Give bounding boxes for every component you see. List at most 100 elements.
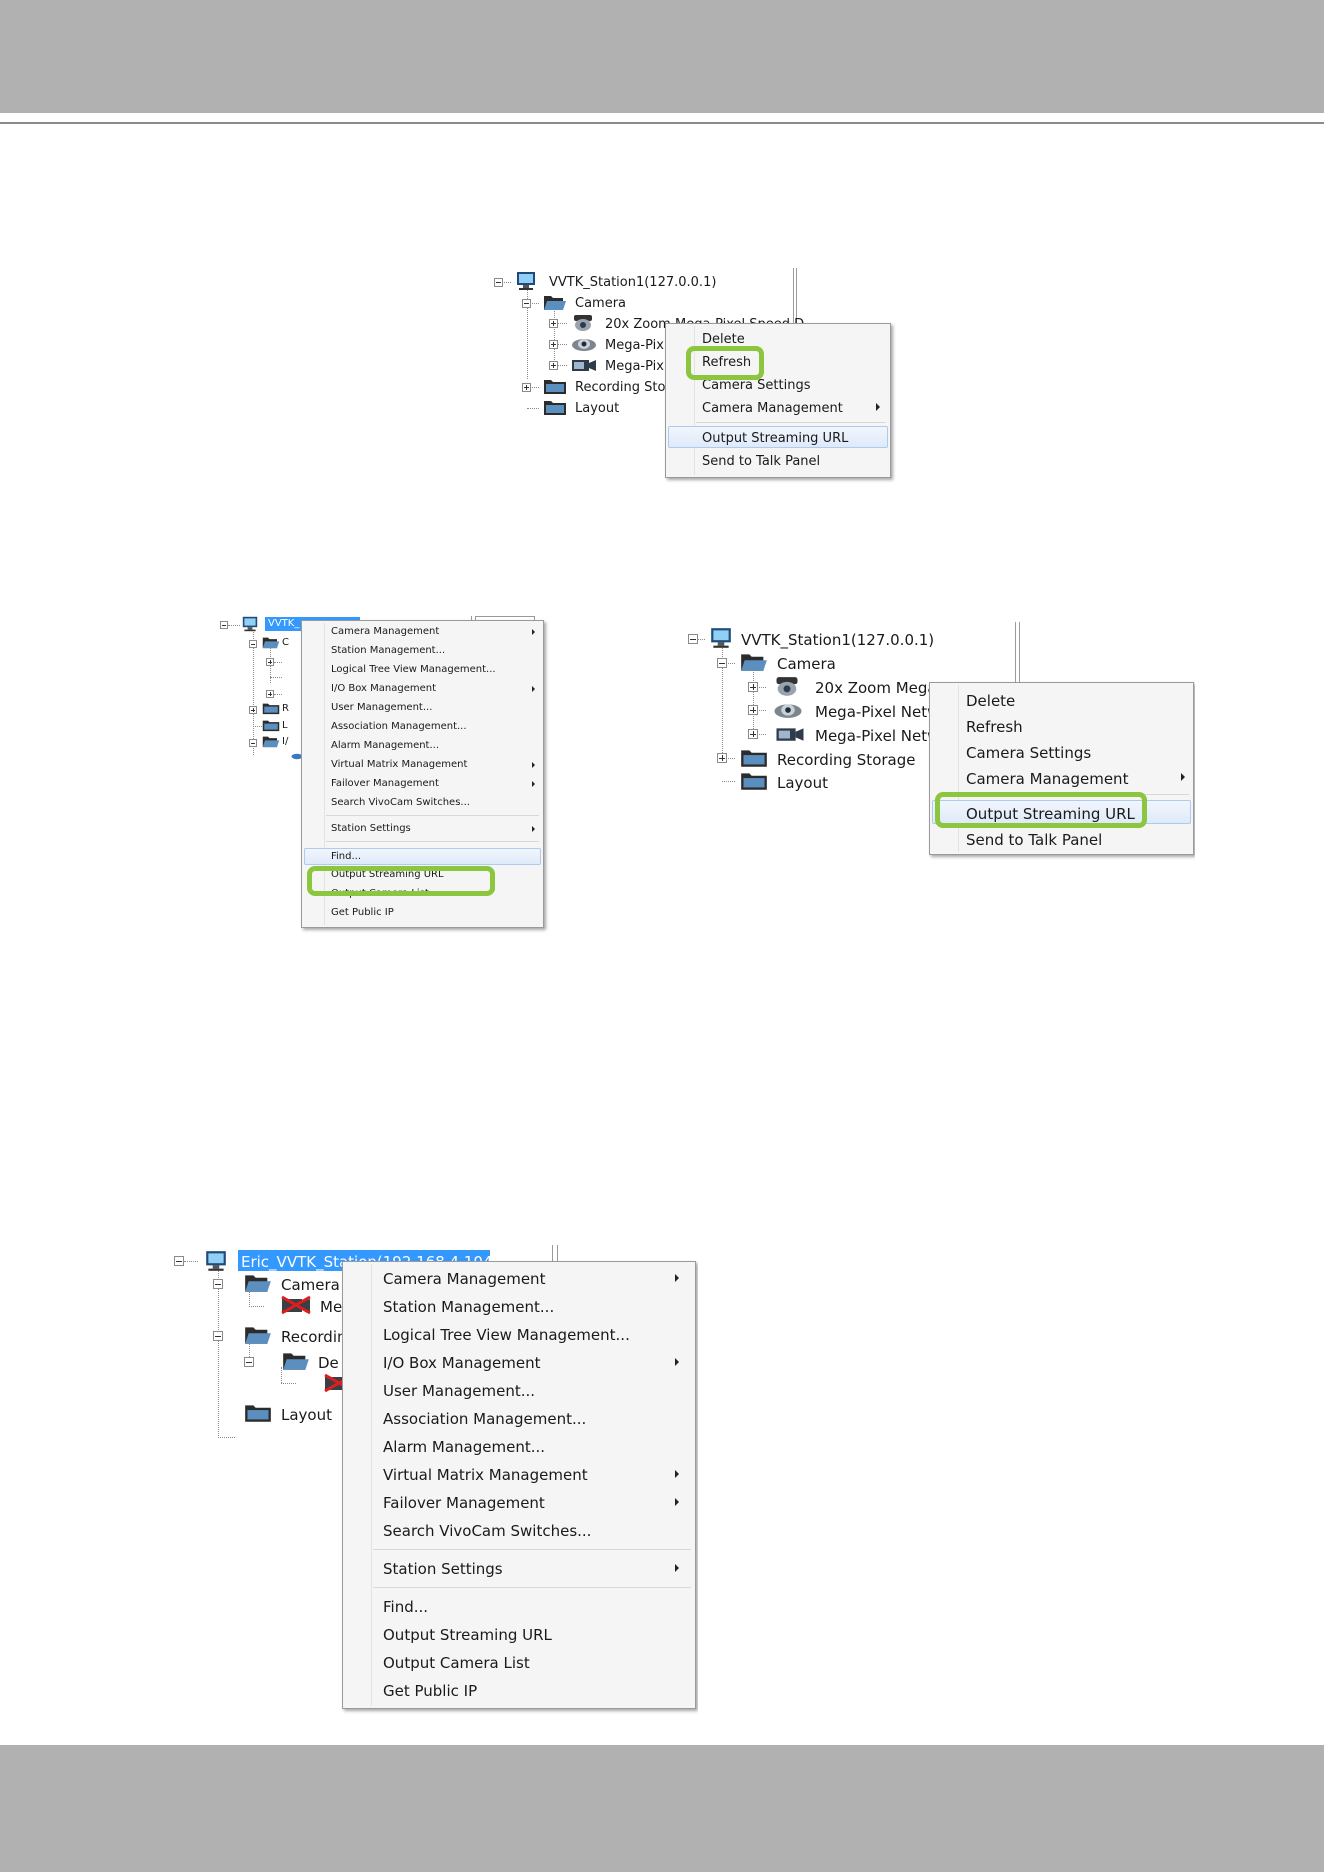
collapse-toggle[interactable] xyxy=(244,1357,254,1367)
menu-item-failover-management[interactable]: Failover Management xyxy=(304,776,541,792)
collapse-toggle[interactable] xyxy=(494,278,503,287)
collapse-toggle[interactable] xyxy=(249,739,257,747)
expand-toggle[interactable] xyxy=(549,340,558,349)
screenshot-station-menu: VVTK_ C R L I/ Camera Management Station… xyxy=(217,613,560,935)
expand-toggle[interactable] xyxy=(249,706,257,714)
menu-item-find[interactable]: Find... xyxy=(383,1598,429,1616)
menu-item-get-public-ip[interactable]: Get Public IP xyxy=(331,907,394,918)
submenu-arrow-icon xyxy=(532,762,535,768)
folder-icon xyxy=(741,773,767,790)
submenu-arrow-icon xyxy=(532,629,535,635)
menu-item-send-to-talk-panel[interactable]: Send to Talk Panel xyxy=(966,831,1103,849)
menu-item-user-management[interactable]: User Management... xyxy=(331,702,433,713)
menu-item-association-management[interactable]: Association Management... xyxy=(331,721,467,732)
menu-item-refresh[interactable]: Refresh xyxy=(966,718,1023,736)
expand-toggle[interactable] xyxy=(549,361,558,370)
camera-item-label[interactable]: Mega-Pixel Netwo xyxy=(815,703,949,721)
menu-item-station-management[interactable]: Station Management... xyxy=(383,1298,555,1316)
expand-toggle[interactable] xyxy=(522,383,531,392)
layout-label[interactable]: Layout xyxy=(777,774,828,792)
recording-storage-label[interactable]: Recording Sto xyxy=(575,380,666,395)
collapse-toggle[interactable] xyxy=(249,640,257,648)
menu-item-camera-management[interactable]: Camera Management xyxy=(304,624,541,640)
pc-icon xyxy=(517,272,535,290)
box-camera-icon xyxy=(776,728,804,741)
menu-item-station-management[interactable]: Station Management... xyxy=(331,645,446,656)
expand-toggle[interactable] xyxy=(748,682,758,692)
menu-item-camera-management[interactable]: Camera Management xyxy=(668,396,888,418)
menu-item-search-vivocam[interactable]: Search VivoCam Switches... xyxy=(331,797,470,808)
menu-item-camera-management[interactable]: Camera Management xyxy=(345,1265,693,1291)
collapse-toggle[interactable] xyxy=(220,621,228,629)
camera-item-label[interactable]: Mega-Pixel Netwo xyxy=(815,727,949,745)
menu-item-alarm-management[interactable]: Alarm Management... xyxy=(383,1438,546,1456)
layout-label[interactable]: Layout xyxy=(575,401,620,416)
menu-item-station-settings[interactable]: Station Settings xyxy=(345,1555,693,1581)
io-folder-label[interactable]: I/ xyxy=(282,736,289,747)
camera-item-label[interactable]: Me xyxy=(320,1298,343,1316)
camera-folder-label[interactable]: Camera xyxy=(575,296,627,311)
collapse-toggle[interactable] xyxy=(213,1279,223,1289)
menu-item-send-to-talk-panel[interactable]: Send to Talk Panel xyxy=(702,454,821,469)
submenu-arrow-icon xyxy=(675,1358,679,1366)
menu-item-output-camera-list[interactable]: Output Camera List xyxy=(383,1654,530,1672)
expand-toggle[interactable] xyxy=(266,658,274,666)
menu-item-user-management[interactable]: User Management... xyxy=(383,1382,536,1400)
layout-label[interactable]: Layout xyxy=(281,1406,332,1424)
menu-item-delete[interactable]: Delete xyxy=(966,692,1016,710)
expand-toggle[interactable] xyxy=(266,690,274,698)
menu-item-output-streaming-url[interactable]: Output Streaming URL xyxy=(331,869,444,880)
camera-folder-label[interactable]: C xyxy=(282,637,289,648)
station-label[interactable]: VVTK_Station1(127.0.0.1) xyxy=(741,631,935,649)
camera-item-label[interactable]: Mega-Pix xyxy=(605,338,664,353)
menu-item-failover-management[interactable]: Failover Management xyxy=(345,1489,693,1515)
menu-item-delete[interactable]: Delete xyxy=(702,332,745,347)
folder-icon xyxy=(262,703,280,715)
camera-item-label[interactable]: Mega-Pix xyxy=(605,359,664,374)
menu-item-station-settings[interactable]: Station Settings xyxy=(304,821,541,837)
expand-toggle[interactable] xyxy=(549,319,558,328)
menu-item-camera-settings[interactable]: Camera Settings xyxy=(702,378,811,393)
recording-folder-label[interactable]: R xyxy=(282,703,289,714)
menu-item-get-public-ip[interactable]: Get Public IP xyxy=(383,1682,478,1700)
menu-item-virtual-matrix[interactable]: Virtual Matrix Management xyxy=(304,757,541,773)
recording-storage-label[interactable]: Recording Storage xyxy=(777,751,916,769)
collapse-toggle[interactable] xyxy=(688,634,698,644)
submenu-arrow-icon xyxy=(532,826,535,832)
expand-toggle[interactable] xyxy=(748,705,758,715)
scrollbar[interactable] xyxy=(552,1245,558,1265)
expand-toggle[interactable] xyxy=(717,753,727,763)
camera-folder-label[interactable]: Camera xyxy=(281,1276,340,1294)
menu-item-io-box[interactable]: I/O Box Management xyxy=(304,681,541,697)
collapse-toggle[interactable] xyxy=(522,299,531,308)
collapse-toggle[interactable] xyxy=(717,658,727,668)
menu-item-output-streaming-url[interactable]: Output Streaming URL xyxy=(932,800,1191,824)
menu-item-output-streaming-url[interactable]: Output Streaming URL xyxy=(668,426,888,448)
collapse-toggle[interactable] xyxy=(213,1331,223,1341)
camera-item-label[interactable]: 20x Zoom Mega-P xyxy=(815,679,952,697)
menu-item-virtual-matrix[interactable]: Virtual Matrix Management xyxy=(345,1461,693,1487)
menu-item-search-vivocam[interactable]: Search VivoCam Switches... xyxy=(383,1522,592,1540)
collapse-toggle[interactable] xyxy=(174,1256,184,1266)
menu-item-logical-tree[interactable]: Logical Tree View Management... xyxy=(331,664,496,675)
station-label[interactable]: VVTK_Station1(127.0.0.1) xyxy=(549,275,717,290)
default-folder-label[interactable]: De xyxy=(318,1354,339,1372)
menu-item-refresh[interactable]: Refresh xyxy=(702,355,752,370)
scrollbar[interactable] xyxy=(793,268,797,328)
menu-item-io-box[interactable]: I/O Box Management xyxy=(345,1349,693,1375)
scrollbar[interactable] xyxy=(1015,622,1020,682)
speed-dome-camera-icon xyxy=(776,677,798,696)
layout-label[interactable]: L xyxy=(282,720,288,731)
camera-folder-label[interactable]: Camera xyxy=(777,655,836,673)
menu-item-alarm-management[interactable]: Alarm Management... xyxy=(331,740,440,751)
menu-item-association-management[interactable]: Association Management... xyxy=(383,1410,587,1428)
menu-item-camera-management[interactable]: Camera Management xyxy=(932,765,1191,789)
submenu-arrow-icon xyxy=(675,1274,679,1282)
recording-folder-label[interactable]: Recordin xyxy=(281,1328,347,1346)
menu-item-logical-tree[interactable]: Logical Tree View Management... xyxy=(383,1326,630,1344)
expand-toggle[interactable] xyxy=(748,729,758,739)
folder-icon xyxy=(741,750,767,767)
menu-item-camera-settings[interactable]: Camera Settings xyxy=(966,744,1092,762)
menu-item-find[interactable]: Find... xyxy=(304,848,541,865)
menu-item-output-streaming-url[interactable]: Output Streaming URL xyxy=(383,1626,552,1644)
